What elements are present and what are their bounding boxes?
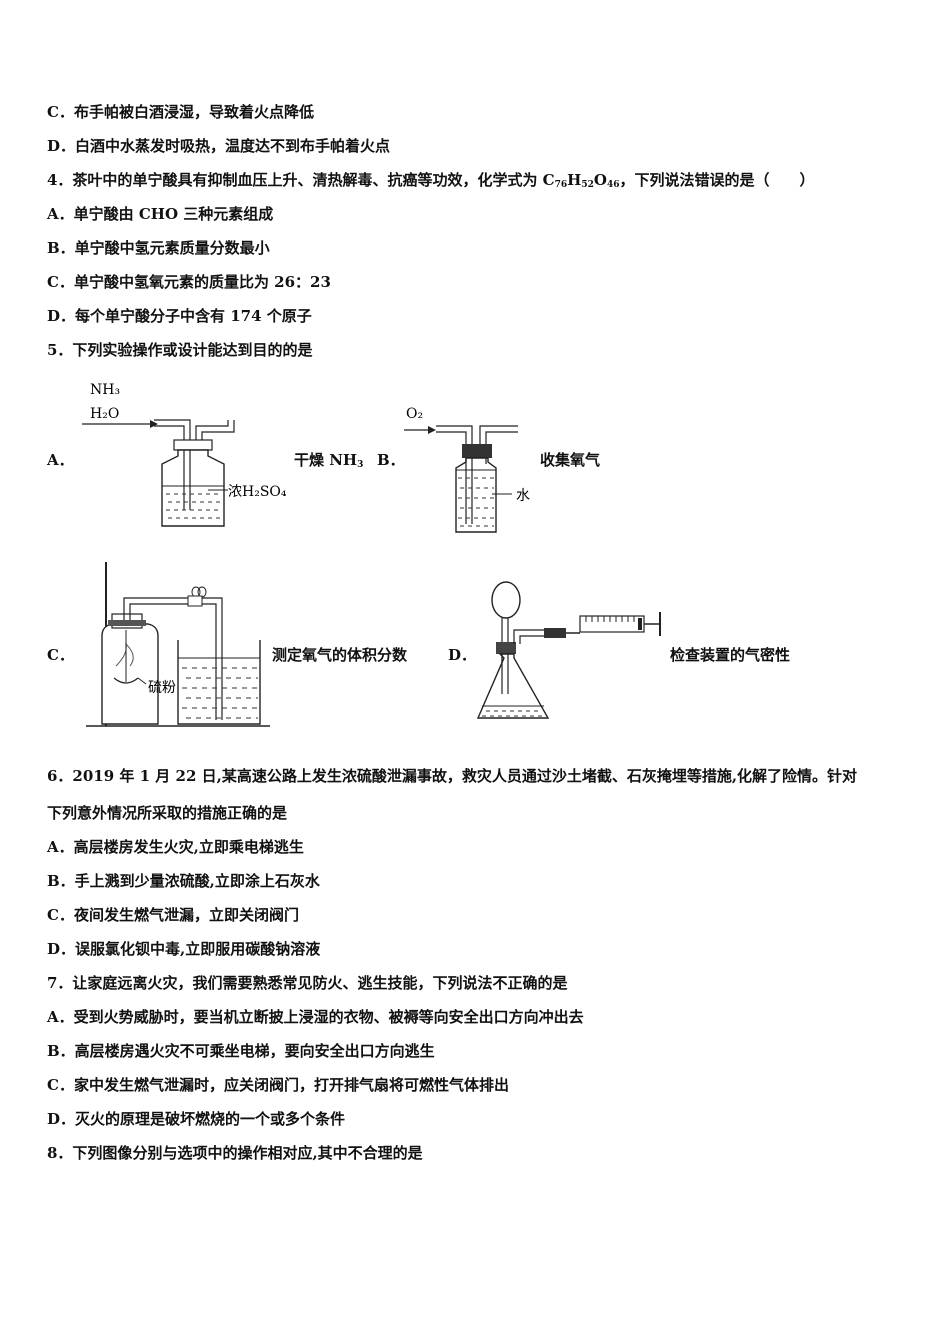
q4-stem-b: ，下列说法错误的是（ ）	[619, 171, 815, 189]
figure-a-nh3-label: NH₃	[90, 382, 120, 398]
q5-a-caption-sub: 3	[357, 460, 364, 470]
q3-option-d: D．白酒中水蒸发时吸热，温度达不到布手帕着火点	[47, 137, 391, 155]
q5-stem: 5．下列实验操作或设计能达到目的的是	[47, 341, 313, 359]
q5-a-letter: A．	[47, 451, 74, 469]
q4-h: H	[567, 171, 582, 189]
q4-sub-o: 46	[606, 180, 620, 190]
q6-stem-line1: 6．2019 年 1 月 22 日,某高速公路上发生浓硫酸泄漏事故，救灾人员通过…	[47, 767, 858, 785]
q6-option-c: C．夜间发生燃气泄漏，立即关闭阀门	[47, 906, 299, 924]
q5-c-letter: C．	[47, 646, 74, 664]
q4-option-c: C．单宁酸中氢氧元素的质量比为 26：23	[47, 273, 331, 291]
q5-b-caption: 收集氧气	[540, 451, 601, 469]
q5-a-caption: 干燥 NH3	[294, 450, 363, 475]
figure-d-airtightness-apparatus	[476, 581, 661, 719]
q4-option-d: D．每个单宁酸分子中含有 174 个原子	[47, 307, 312, 325]
q7-stem: 7．让家庭远离火灾，我们需要熟悉常见防火、逃生技能，下列说法不正确的是	[47, 974, 568, 992]
q6-option-b: B．手上溅到少量浓硫酸,立即涂上石灰水	[47, 872, 320, 890]
q7-option-c: C．家中发生燃气泄漏时，应关闭阀门，打开排气扇将可燃性气体排出	[47, 1076, 509, 1094]
figure-b-water-label: 水	[516, 488, 530, 504]
q4-stem: 4．茶叶中的单宁酸具有抑制血压上升、清热解毒、抗癌等功效，化学式为 C76H52…	[47, 170, 814, 195]
q7-option-d: D．灭火的原理是破坏燃烧的一个或多个条件	[47, 1110, 346, 1128]
q4-sub-c: 76	[554, 180, 568, 190]
q6-stem-line2: 下列意外情况所采取的措施正确的是	[47, 804, 288, 822]
q7-option-b: B．高层楼房遇火灾不可乘坐电梯，要向安全出口方向逃生	[47, 1042, 435, 1060]
q6-option-a: A．高层楼房发生火灾,立即乘电梯逃生	[47, 838, 304, 856]
q4-option-a: A．单宁酸由 CHO 三种元素组成	[47, 205, 274, 223]
q5-b-letter: B．	[377, 451, 405, 469]
q4-o: O	[593, 171, 607, 189]
q8-stem: 8．下列图像分别与选项中的操作相对应,其中不合理的是	[47, 1144, 423, 1162]
q4-option-b: B．单宁酸中氢元素质量分数最小	[47, 239, 270, 257]
q5-c-caption: 测定氧气的体积分数	[272, 646, 408, 664]
q4-sub-h: 52	[581, 180, 594, 190]
figure-b-o2-label: O₂	[406, 406, 423, 422]
figure-b-collection-bottle: O₂ 水	[404, 406, 530, 533]
q5-d-caption: 检查装置的气密性	[670, 646, 791, 664]
q7-option-a: A．受到火势威胁时，要当机立断披上浸湿的衣物、被褥等向安全出口方向冲出去	[47, 1008, 584, 1026]
figure-c-sulfur-apparatus: 硫粉	[86, 562, 270, 727]
q4-stem-a: 4．茶叶中的单宁酸具有抑制血压上升、清热解毒、抗癌等功效，化学式为 C	[47, 171, 555, 189]
q5-d-letter: D．	[448, 646, 477, 664]
figure-c-sulfur-label: 硫粉	[148, 680, 176, 696]
figure-a-h2o-label: H₂O	[90, 406, 119, 422]
q5-a-caption-text: 干燥 NH	[294, 451, 358, 469]
figure-a-drying-bottle: NH₃ H₂O 浓H₂SO₄	[82, 382, 287, 527]
q6-option-d: D．误服氯化钡中毒,立即服用碳酸钠溶液	[47, 940, 321, 958]
figure-a-acid-label: 浓H₂SO₄	[228, 484, 287, 500]
q3-option-c: C．布手帕被白酒浸湿，导致着火点降低	[47, 103, 314, 121]
